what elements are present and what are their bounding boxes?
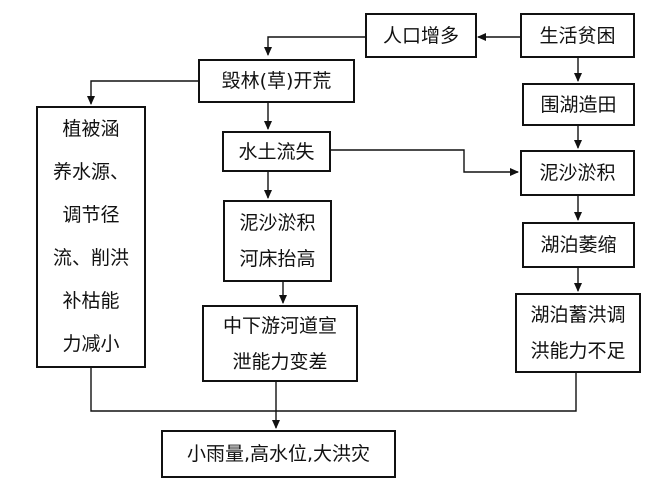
node-silt-riverbed-line-1: 泥沙淤积 bbox=[239, 212, 316, 234]
node-lake-shrink-label: 湖泊萎缩 bbox=[540, 234, 617, 256]
arrow-soil-loss-to-silt bbox=[331, 149, 519, 176]
node-lake-shrink: 湖泊萎缩 bbox=[522, 222, 635, 268]
node-poverty: 生活贫困 bbox=[520, 13, 635, 58]
node-silt-riverbed-line-2: 河床抬高 bbox=[239, 248, 316, 270]
node-discharge-line-1: 中下游河道宣 bbox=[222, 314, 337, 337]
node-vegetation-line-6: 力减小 bbox=[62, 333, 120, 355]
node-poverty-label: 生活贫困 bbox=[539, 24, 616, 47]
node-lake-storage-line-1: 湖泊蓄洪调 bbox=[530, 304, 626, 326]
node-soil-loss: 水土流失 bbox=[222, 131, 331, 172]
node-discharge: 中下游河道宣 泄能力变差 bbox=[202, 305, 358, 382]
node-result: 小雨量,高水位,大洪灾 bbox=[161, 430, 396, 478]
node-vegetation: 植被涵 养水源、 调节径 流、削洪 补枯能 力减小 bbox=[36, 106, 146, 368]
arrow-population-to-deforest bbox=[264, 36, 365, 56]
node-population-label: 人口增多 bbox=[382, 24, 459, 47]
node-population: 人口增多 bbox=[365, 13, 477, 58]
node-lake-storage-line-2: 洪能力不足 bbox=[530, 340, 626, 362]
node-silt-right: 泥沙淤积 bbox=[520, 150, 635, 196]
node-discharge-line-2: 泄能力变差 bbox=[232, 350, 328, 373]
node-vegetation-line-3: 调节径 bbox=[62, 204, 120, 226]
node-silt-riverbed: 泥沙淤积 河床抬高 bbox=[223, 200, 332, 282]
node-deforest-label: 毁林(草)开荒 bbox=[221, 70, 332, 92]
node-vegetation-line-4: 流、削洪 bbox=[52, 247, 129, 269]
connector-vegetation-down bbox=[90, 368, 577, 412]
node-deforest: 毁林(草)开荒 bbox=[198, 59, 355, 103]
node-reclaim: 围湖造田 bbox=[522, 83, 635, 126]
node-vegetation-line-1: 植被涵 bbox=[62, 118, 120, 140]
node-result-label: 小雨量,高水位,大洪灾 bbox=[186, 443, 371, 465]
node-vegetation-line-2: 养水源、 bbox=[52, 161, 129, 183]
arrow-deforest-to-vegetation bbox=[87, 80, 198, 105]
node-soil-loss-label: 水土流失 bbox=[238, 140, 315, 163]
node-reclaim-label: 围湖造田 bbox=[540, 93, 617, 116]
node-silt-right-label: 泥沙淤积 bbox=[539, 162, 616, 184]
node-lake-storage: 湖泊蓄洪调 洪能力不足 bbox=[515, 293, 641, 373]
node-vegetation-line-5: 补枯能 bbox=[62, 290, 120, 312]
